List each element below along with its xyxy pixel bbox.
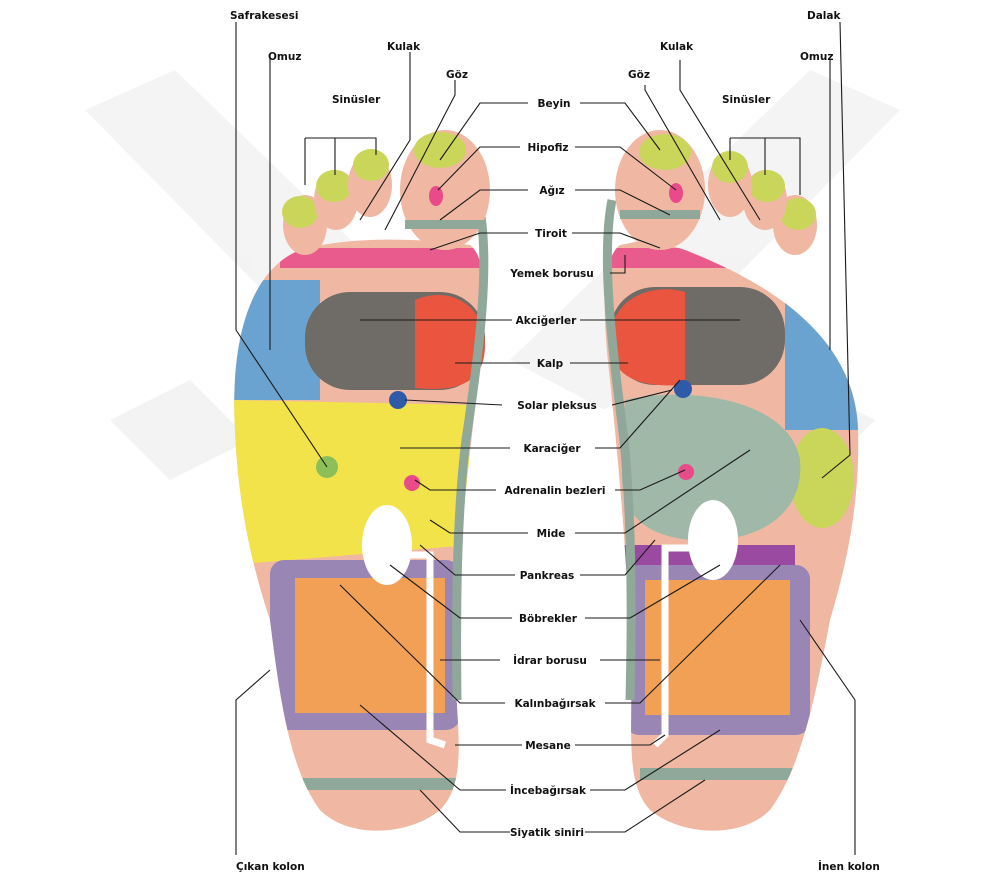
label-yemek-borusu: Yemek borusu — [509, 268, 594, 280]
label-sinusler-left: Sinüsler — [332, 94, 381, 106]
left-adrenal-point — [404, 475, 420, 491]
label-inen-kolon: İnen kolon — [818, 859, 880, 873]
label-kalp: Kalp — [537, 358, 564, 370]
label-beyin: Beyin — [537, 98, 570, 110]
label-adrenalin-bezleri: Adrenalin bezleri — [504, 485, 605, 497]
label-agiz: Ağız — [539, 185, 564, 197]
right-solar-plexus — [674, 380, 692, 398]
label-goz-right: Göz — [628, 69, 650, 81]
label-sinusler-right: Sinüsler — [722, 94, 771, 106]
left-kidney — [362, 505, 412, 585]
label-mide: Mide — [537, 528, 566, 540]
label-karaciger: Karaciğer — [523, 443, 581, 455]
left-liver-zone — [230, 400, 470, 565]
label-goz-left: Göz — [446, 69, 468, 81]
label-hipofiz: Hipofiz — [527, 142, 568, 154]
left-intestine-zone — [295, 578, 445, 713]
label-solar-pleksus: Solar pleksus — [517, 400, 597, 412]
right-shoulder-zone — [785, 280, 865, 430]
label-kalinbagirsak: Kalınbağırsak — [514, 698, 596, 710]
label-mesane: Mesane — [525, 740, 571, 752]
label-idrar-borusu: İdrar borusu — [513, 653, 587, 667]
right-kidney — [688, 500, 738, 580]
label-kulak-right: Kulak — [660, 41, 694, 53]
label-safrakesesi: Safrakesesi — [230, 10, 299, 22]
label-bobrekler: Böbrekler — [519, 613, 578, 625]
label-omuz-right: Omuz — [800, 51, 833, 63]
label-pankreas: Pankreas — [520, 570, 575, 582]
label-incebagirsak: İncebağırsak — [510, 783, 587, 797]
left-toes — [282, 130, 490, 255]
label-cikan-kolon: Çıkan kolon — [236, 861, 305, 873]
label-omuz-left: Omuz — [268, 51, 301, 63]
left-sciatic-band — [290, 778, 460, 790]
center-labels: Beyin Hipofiz Ağız Tiroit Yemek borusu A… — [504, 98, 605, 839]
label-siyatik-siniri: Siyatik siniri — [510, 827, 584, 839]
label-tiroit: Tiroit — [535, 228, 567, 240]
label-kulak-left: Kulak — [387, 41, 421, 53]
label-akcigerler: Akciğerler — [516, 315, 577, 327]
left-solar-plexus — [389, 391, 407, 409]
label-dalak: Dalak — [807, 10, 841, 22]
right-sciatic-band — [640, 768, 810, 780]
